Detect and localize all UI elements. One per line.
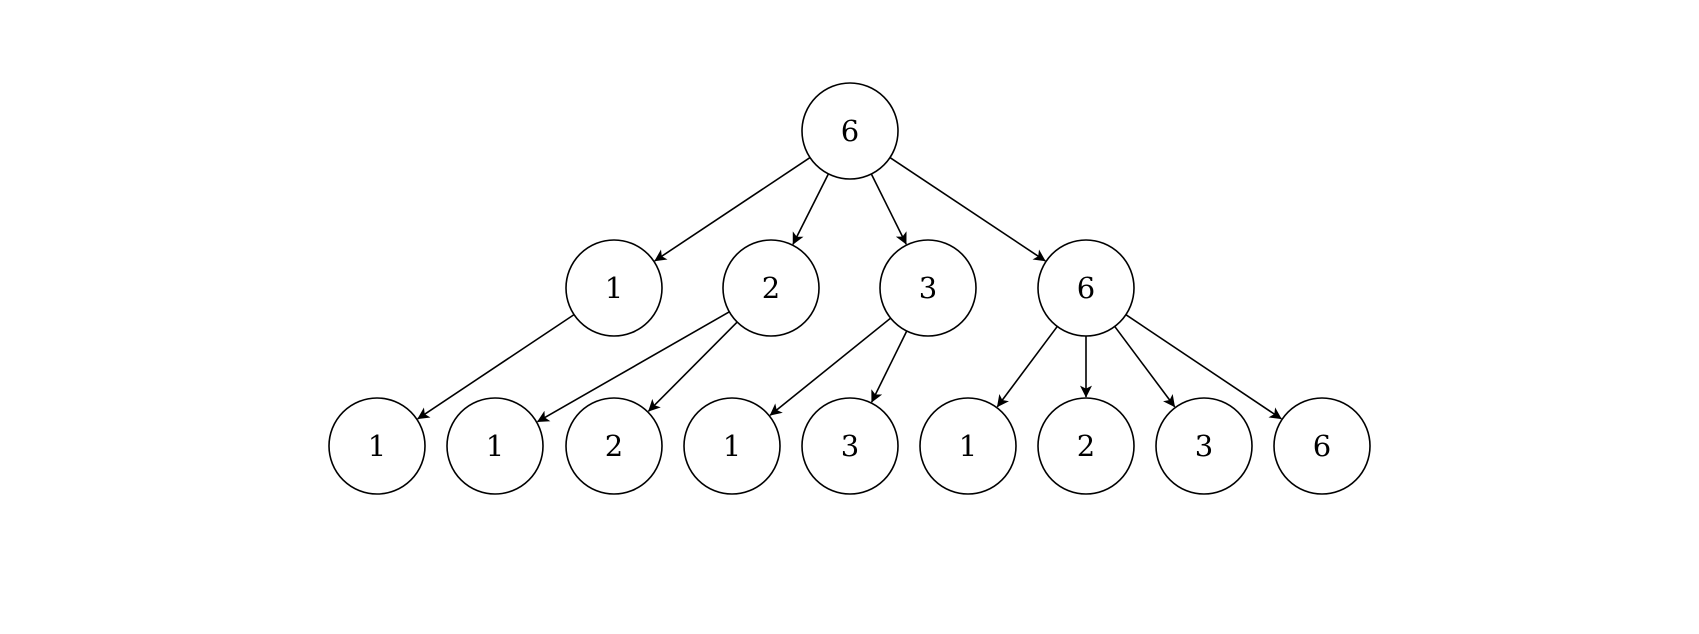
leaf-node-circle: [328, 397, 426, 495]
leaf-node-circle: [1155, 397, 1253, 495]
level1-node: 2: [722, 239, 820, 337]
level1-node: 1: [565, 239, 663, 337]
tree-edges: [417, 156, 1282, 423]
leaf-node: 1: [328, 397, 426, 495]
leaf-node-label: 3: [1195, 429, 1213, 463]
tree-edge-arrow: [870, 330, 908, 403]
level1-node-label: 6: [1077, 271, 1095, 305]
level1-node-circle: [722, 239, 820, 337]
leaf-node-label: 1: [368, 429, 386, 463]
level1-node: 3: [879, 239, 977, 337]
tree-edge-arrow: [792, 173, 830, 245]
level1-node-label: 3: [919, 271, 937, 305]
leaf-node: 3: [1155, 397, 1253, 495]
level1-node: 6: [1037, 239, 1135, 337]
leaf-node: 2: [1037, 397, 1135, 495]
leaf-node-label: 1: [723, 429, 741, 463]
leaf-node-label: 6: [1313, 429, 1331, 463]
leaf-node: 6: [1273, 397, 1371, 495]
root-node: 6: [801, 82, 899, 180]
leaf-node-circle: [1273, 397, 1371, 495]
leaf-node-circle: [919, 397, 1017, 495]
leaf-node-label: 1: [959, 429, 977, 463]
level1-node-circle: [1037, 239, 1135, 337]
tree-edge-arrow: [769, 317, 892, 416]
tree-edge-arrow: [1114, 325, 1176, 408]
tree-nodes: 6 1 2 3 6 1 1 2: [328, 82, 1371, 495]
tree-edge-arrow: [537, 311, 730, 423]
leaf-node: 1: [683, 397, 781, 495]
leaf-node-circle: [565, 397, 663, 495]
level1-node-label: 1: [605, 271, 623, 305]
level1-node-circle: [565, 239, 663, 337]
leaf-node: 1: [919, 397, 1017, 495]
leaf-node: 3: [801, 397, 899, 495]
tree-edge-arrow: [1125, 314, 1282, 420]
leaf-node-label: 1: [486, 429, 504, 463]
tree-edge-arrow: [870, 173, 907, 245]
leaf-node-label: 3: [841, 429, 859, 463]
leaf-node-label: 2: [605, 429, 623, 463]
tree-edge-arrow: [996, 325, 1058, 408]
tree-edge-arrow: [654, 156, 811, 262]
tree-edge-arrow: [647, 321, 738, 412]
tree-edge-arrow: [889, 156, 1046, 262]
leaf-node-circle: [446, 397, 544, 495]
level1-node-label: 2: [762, 271, 780, 305]
leaf-node: 1: [446, 397, 544, 495]
leaf-node-circle: [801, 397, 899, 495]
tree-edge-arrow: [417, 313, 575, 420]
root-node-label: 6: [841, 114, 859, 148]
level1-node-circle: [879, 239, 977, 337]
leaf-node-circle: [1037, 397, 1135, 495]
leaf-node-circle: [683, 397, 781, 495]
leaf-node: 2: [565, 397, 663, 495]
root-node-circle: [801, 82, 899, 180]
leaf-node-label: 2: [1077, 429, 1095, 463]
